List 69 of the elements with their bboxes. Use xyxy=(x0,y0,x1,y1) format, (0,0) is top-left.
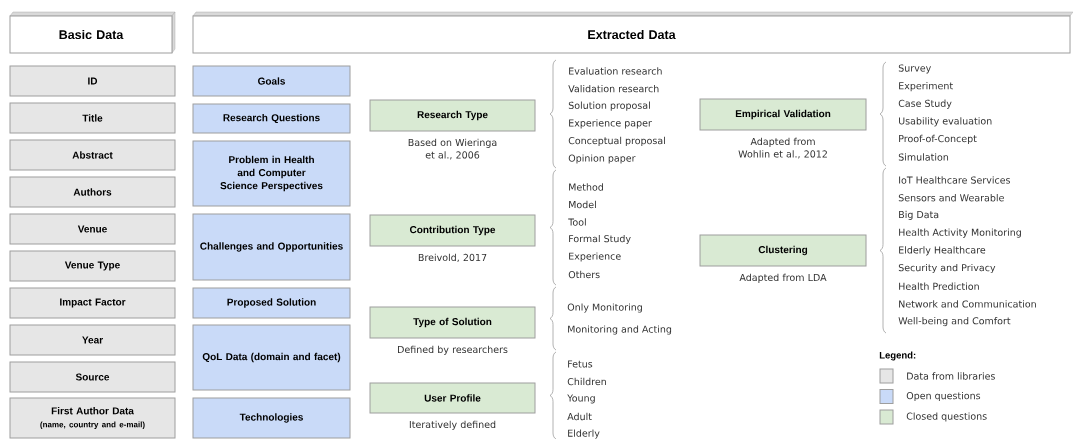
list-item: Only Monitoring xyxy=(567,303,642,313)
data-box: Authors xyxy=(9,176,176,208)
question-box: Goals xyxy=(192,65,351,97)
question-box: Proposed Solution xyxy=(192,287,351,319)
list-item: Evaluation research xyxy=(569,67,662,75)
list-item: Sensors and Wearable xyxy=(898,194,1004,202)
list-item: Formal Study xyxy=(569,234,631,245)
data-box: Impact Factor xyxy=(9,287,176,319)
list-item: Proof-of-Concept xyxy=(899,134,977,144)
category-box: Contribution Type xyxy=(369,214,536,247)
data-box: Title xyxy=(9,102,176,134)
header-box: Basic Data xyxy=(9,11,176,54)
data-box: First Author Data (name, country and e-mail) xyxy=(9,397,176,439)
list-item: Network and Communication xyxy=(899,300,1036,308)
list-item: Children xyxy=(567,377,606,386)
list-item: Survey xyxy=(898,64,931,74)
category-box: User Profile xyxy=(369,382,536,414)
list-item: Experience xyxy=(569,252,621,262)
category-box: Research Type xyxy=(369,99,536,132)
category-box: Type of Solution xyxy=(369,306,536,339)
source-note: Defined by researchers xyxy=(398,345,508,355)
header-box: Extracted Data xyxy=(192,11,1073,54)
list-item: Big Data xyxy=(899,210,939,220)
list-item: Experiment xyxy=(899,82,953,92)
category-box: Clustering xyxy=(699,234,867,267)
list-item: Usability evaluation xyxy=(899,117,992,127)
list-item: Method xyxy=(569,183,603,191)
data-box: Venue Type xyxy=(9,250,176,282)
list-item: Experience paper xyxy=(569,119,652,129)
source-note: Adapted from LDA xyxy=(739,273,827,283)
list-item: Well-being and Comfort xyxy=(898,317,1011,327)
list-item: Tool xyxy=(568,218,586,226)
question-box: QoL Data (domain and facet) xyxy=(192,324,351,391)
legend-label: Closed questions xyxy=(906,412,987,422)
list-item: Health Prediction xyxy=(899,282,979,290)
list-item: Fetus xyxy=(568,360,593,368)
list-item: Model xyxy=(569,200,596,209)
data-box: Abstract xyxy=(9,139,176,171)
list-item: Opinion paper xyxy=(568,154,636,164)
category-box: Empirical Validation xyxy=(699,98,867,131)
question-box: Research Questions xyxy=(192,103,351,134)
question-box: Challenges and Opportunities xyxy=(192,213,351,281)
question-box: Technologies xyxy=(192,397,351,439)
legend-label: Data from libraries xyxy=(907,372,995,380)
list-item: Conceptual proposal xyxy=(568,136,665,146)
data-box: Source xyxy=(9,361,176,393)
question-box: Problem in Health and Computer Science Perspectives xyxy=(192,140,351,207)
list-item: Solution proposal xyxy=(568,101,650,111)
legend-title: Legend: xyxy=(879,351,916,361)
list-item: Elderly Healthcare xyxy=(899,246,986,256)
list-item: Elderly xyxy=(568,429,600,439)
list-item: Simulation xyxy=(898,153,949,161)
source-note: Adapted from Wohlin et al., 2012 xyxy=(738,137,827,159)
list-item: Security and Privacy xyxy=(898,263,996,274)
list-item: Health Activity Monitoring xyxy=(899,228,1021,238)
legend-label: Open questions xyxy=(906,391,981,402)
list-item: Case Study xyxy=(898,99,952,109)
list-item: Monitoring and Acting xyxy=(568,325,672,335)
data-box: ID xyxy=(9,65,176,97)
source-note: Based on Wieringa et al., 2006 xyxy=(408,138,497,160)
source-note: Iteratively defined xyxy=(409,420,496,430)
list-item: Validation research xyxy=(568,84,659,93)
source-note: Breivold, 2017 xyxy=(418,253,487,262)
list-item: Others xyxy=(568,270,600,279)
data-box: Year xyxy=(9,324,176,356)
list-item: Adult xyxy=(567,412,592,421)
data-box: Venue xyxy=(9,213,176,245)
list-item: IoT Healthcare Services xyxy=(899,176,1011,184)
list-item: Young xyxy=(567,394,595,404)
